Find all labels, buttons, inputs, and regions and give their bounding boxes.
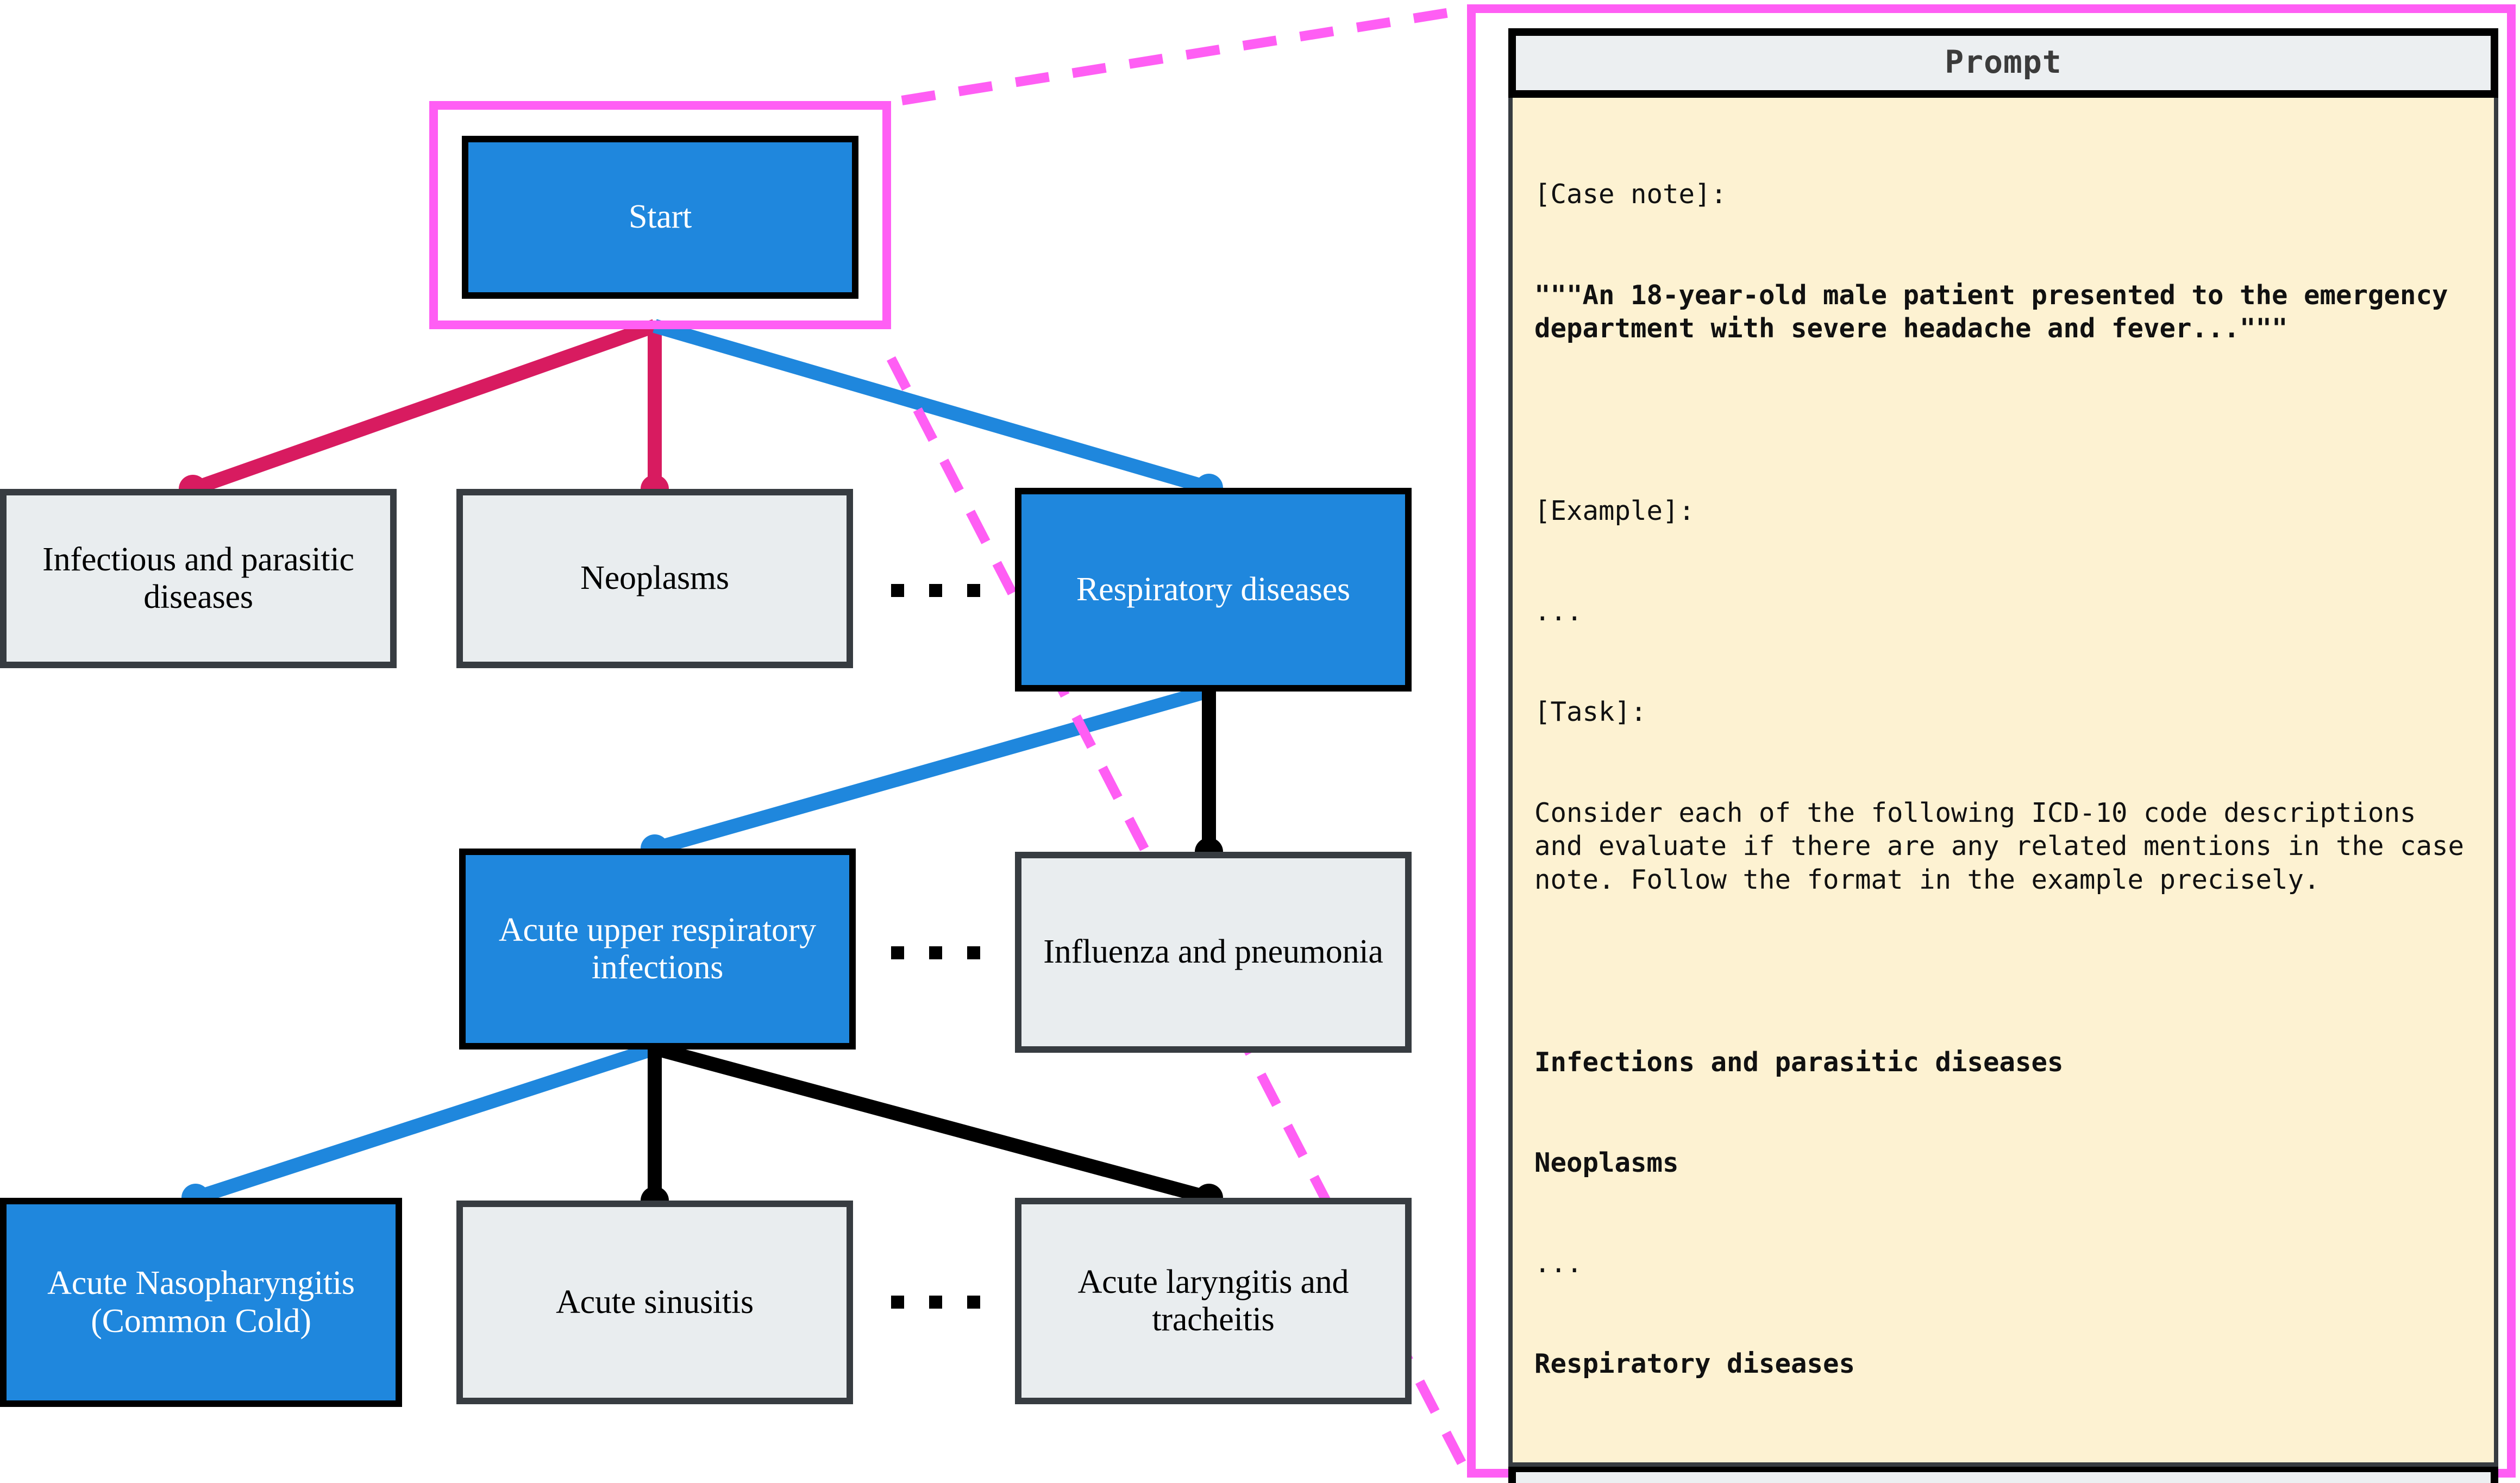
task-text: Consider each of the following ICD-10 co… [1534, 797, 2480, 896]
tree-node-respiratory[interactable]: Respiratory diseases [1015, 488, 1412, 692]
tree-node-infectious[interactable]: Infectious and parasitic diseases [0, 489, 397, 668]
edge-start-respiratory [653, 319, 1223, 502]
tree-node-sinusitis[interactable]: Acute sinusitis [456, 1201, 853, 1404]
example-label: [Example]: [1534, 495, 1695, 527]
tree-node-start[interactable]: Start [462, 136, 858, 299]
edge-aurinfect-nasopharyngitis [181, 1041, 657, 1212]
code-item-1: Neoplasms [1534, 1147, 1679, 1178]
edge-respiratory-influenza [1195, 691, 1223, 866]
tree-node-nasopharyngitis-label: Acute Nasopharyngitis (Common Cold) [47, 1265, 355, 1340]
callout-panel: Prompt [Case note]: """An 18-year-old ma… [1467, 4, 2516, 1483]
ellipsis-row-two [891, 584, 980, 597]
ellipsis-dot [929, 946, 942, 959]
prompt-section-body: [Case note]: """An 18-year-old male pati… [1508, 98, 2498, 1467]
tree-node-laryngitis-label: Acute laryngitis and tracheitis [1077, 1263, 1349, 1338]
edge-start-neoplasms [641, 326, 669, 503]
panel-inner: Prompt [Case note]: """An 18-year-old ma… [1508, 28, 2498, 1483]
ellipsis-row-four [891, 1296, 980, 1309]
task-label: [Task]: [1534, 696, 1647, 728]
code-item-2: ... [1534, 1248, 1583, 1279]
ellipsis-dot [891, 946, 904, 959]
ellipsis-dot [891, 1296, 904, 1309]
case-note-text: """An 18-year-old male patient presented… [1534, 279, 2465, 344]
prompt-section-header: Prompt [1508, 28, 2498, 98]
ellipsis-dot [929, 1296, 942, 1309]
spacer [1534, 964, 2472, 978]
edge-aurinfect-laryngitis [653, 1041, 1223, 1212]
tree-node-laryngitis[interactable]: Acute laryngitis and tracheitis [1015, 1198, 1412, 1404]
tree-node-influenza-label: Influenza and pneumonia [1043, 933, 1383, 971]
edge-start-infectious [179, 319, 657, 503]
case-note-label: [Case note]: [1534, 179, 1727, 210]
callout-leader-top [901, 5, 1468, 105]
tree-node-aurinfect-label: Acute upper respiratory infections [498, 911, 817, 986]
spacer [1534, 413, 2472, 428]
response-section-header: LLM Response [1508, 1466, 2498, 1483]
edge-respiratory-aurinfect [641, 684, 1211, 863]
tree-node-influenza[interactable]: Influenza and pneumonia [1015, 852, 1412, 1053]
tree-node-acute-upper-respiratory-infections[interactable]: Acute upper respiratory infections [459, 849, 856, 1050]
tree-node-sinusitis-label: Acute sinusitis [556, 1283, 754, 1321]
example-ellipsis: ... [1534, 596, 1583, 627]
ellipsis-row-three [891, 946, 980, 959]
tree-node-respiratory-label: Respiratory diseases [1076, 570, 1350, 608]
tree-node-infectious-label: Infectious and parasitic diseases [42, 541, 354, 615]
code-item-0: Infections and parasitic diseases [1534, 1046, 2064, 1078]
edge-aurinfect-sinusitis [641, 1048, 669, 1215]
code-item-3: Respiratory diseases [1534, 1348, 1855, 1380]
tree-node-neoplasms[interactable]: Neoplasms [456, 489, 853, 668]
tree-node-neoplasms-label: Neoplasms [580, 560, 729, 597]
ellipsis-dot [967, 584, 980, 597]
ellipsis-dot [967, 1296, 980, 1309]
start-node-highlight [429, 101, 891, 329]
ellipsis-dot [967, 946, 980, 959]
tree-node-start-label: Start [628, 198, 692, 236]
ellipsis-dot [929, 584, 942, 597]
tree-node-nasopharyngitis[interactable]: Acute Nasopharyngitis (Common Cold) [0, 1198, 402, 1407]
ellipsis-dot [891, 584, 904, 597]
